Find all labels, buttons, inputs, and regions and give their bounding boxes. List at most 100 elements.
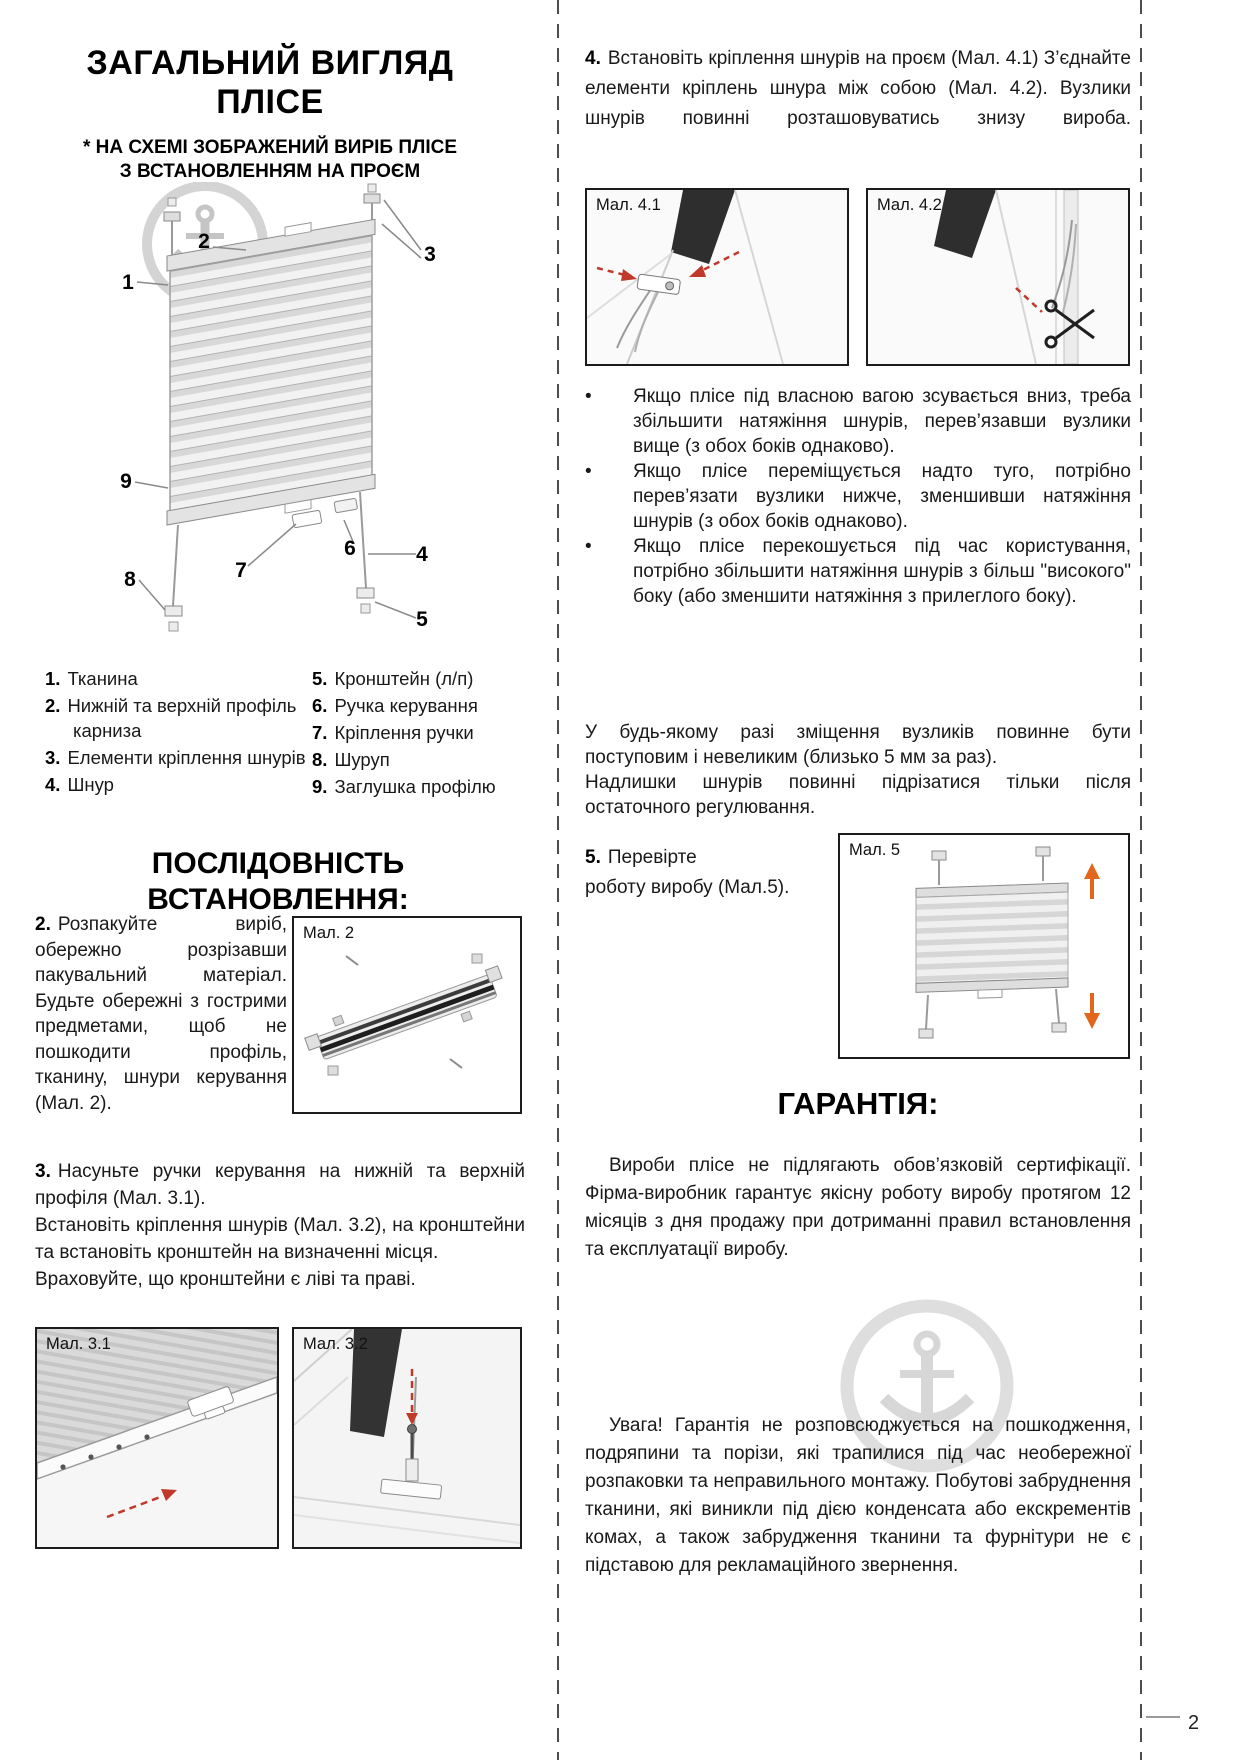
legend-text: Кріплення ручки	[334, 722, 474, 743]
figure-5: Мал. 5	[838, 833, 1130, 1059]
legend-num: 9.	[312, 776, 328, 797]
legend-column-1: 1. Тканина 2. Нижній та верхній профіль ка…	[45, 666, 307, 799]
bullet-dot	[585, 534, 633, 609]
bullet-text-1: Якщо плісе під власною вагою зсувається …	[633, 386, 1131, 457]
step-3-text-3: Враховуйте, що кронштейни є ліві та прав…	[35, 1269, 416, 1290]
step-2-number: 2.	[35, 914, 51, 935]
step-3-paragraph: 3.Насуньте ручки керування на нижній та …	[35, 1158, 525, 1293]
figure-3-1-label: Мал. 3.1	[46, 1335, 111, 1353]
legend-num: 7.	[312, 722, 328, 743]
legend-text: Шнур	[67, 774, 114, 795]
callout-2: 2	[198, 230, 210, 253]
center-fold-dashed-line	[557, 0, 559, 1760]
step-5-number: 5.	[585, 847, 601, 868]
legend-text: Елементи кріплення шнурів	[67, 747, 306, 768]
step-5-text-1: Перевірте	[607, 847, 697, 868]
note-text-2: Надлишки шнурів повинні підрізатися тіль…	[585, 772, 1131, 818]
page-number-rule	[1146, 1716, 1180, 1718]
callout-6: 6	[344, 537, 356, 560]
callout-3: 3	[424, 243, 436, 266]
bullet-dot	[585, 459, 633, 534]
step-3-text-1: Насуньте ручки керування на нижній та ве…	[35, 1161, 525, 1209]
legend-item-6: 6. Ручка керування	[312, 693, 540, 718]
watermark-logo-icon	[840, 1299, 1014, 1473]
legend-num: 1.	[45, 668, 61, 689]
callout-8: 8	[124, 568, 136, 591]
callout-1: 1	[122, 271, 134, 294]
pleated-blind-overview-illustration: 1 2 3 4 5 6 7 8 9	[120, 181, 436, 632]
legend-num: 8.	[312, 749, 328, 770]
figure-3-1: Мал. 3.1	[35, 1327, 279, 1549]
legend-column-2: 5.Кронштейн (л/п) 6. Ручка керування 7. Кр…	[312, 666, 540, 801]
step-2-text: Розпакуйте виріб, обережно розрізавши па…	[35, 914, 287, 1114]
figure-4-2-cord-trim-illustration	[868, 190, 1128, 364]
callout-7: 7	[235, 559, 247, 582]
page-title: ЗАГАЛЬНИЙ ВИГЛЯД ПЛІСЕ	[50, 44, 490, 122]
legend-item-1: 1. Тканина	[45, 666, 307, 691]
figure-2-packaging-illustration	[294, 918, 520, 1112]
warranty-heading: ГАРАНТІЯ:	[777, 1086, 939, 1121]
step-5-paragraph: 5. Перевірте роботу виробу (Мал.5).	[585, 843, 830, 903]
step-4-number: 4.	[585, 48, 601, 69]
callout-4: 4	[416, 543, 428, 566]
warranty-watermark	[822, 1286, 1032, 1486]
figure-3-2: Мал. 3.2	[292, 1327, 522, 1549]
step-3-text-2: Встановіть кріплення шнурів (Мал. 3.2), …	[35, 1215, 525, 1263]
bullet-item-3: Якщо плісе перекошується під час користу…	[585, 534, 1131, 609]
figure-5-operation-check-illustration	[840, 835, 1128, 1057]
figure-4-2-label: Мал. 4.2	[877, 196, 942, 214]
page-subtitle: * НА СХЕМІ ЗОБРАЖЕНИЙ ВИРІБ ПЛІСЕ З ВСТА…	[50, 136, 490, 184]
figure-3-2-label: Мал. 3.2	[303, 1335, 368, 1353]
step-3-number: 3.	[35, 1161, 51, 1182]
figure-4-1-label: Мал. 4.1	[596, 196, 661, 214]
figure-3-2-bracket-illustration	[294, 1329, 520, 1547]
legend-item-8: 8. Шуруп	[312, 747, 540, 772]
bullet-dot	[585, 384, 633, 459]
legend-num: 2.	[45, 695, 61, 716]
figure-4-1-cord-fixing-illustration	[587, 190, 847, 364]
legend-item-4: 4. Шнур	[45, 772, 307, 797]
note-text-1: У будь-якому разі зміщення вузликів пови…	[585, 722, 1131, 768]
legend-text: Шуруп	[334, 749, 390, 770]
callout-5: 5	[416, 608, 428, 631]
legend-text: Кронштейн (л/п)	[334, 668, 474, 689]
legend-text: Нижній та верхній профіль карниза	[67, 695, 297, 741]
page-subtitle-line1: * НА СХЕМІ ЗОБРАЖЕНИЙ ВИРІБ ПЛІСЕ	[82, 137, 458, 158]
figure-2: Мал. 2	[292, 916, 522, 1114]
bullet-text-3: Якщо плісе перекошується під час користу…	[633, 536, 1131, 607]
bullet-item-1: Якщо плісе під власною вагою зсувається …	[585, 384, 1131, 459]
legend-num: 6.	[312, 695, 328, 716]
figure-4-1: Мал. 4.1	[585, 188, 849, 366]
warranty-paragraph-2: Увага! Гарантія не розповсюджується на п…	[585, 1415, 1131, 1576]
figure-5-label: Мал. 5	[849, 841, 901, 859]
legend-text: Тканина	[67, 668, 138, 689]
legend-item-7: 7. Кріплення ручки	[312, 720, 540, 745]
legend-item-5: 5.Кронштейн (л/п)	[312, 666, 540, 691]
up-down-arrows-icon	[1084, 863, 1100, 1029]
step-3-part-1: 3.Насуньте ручки керування на нижній та …	[35, 1158, 525, 1212]
warranty-paragraph-1: Вироби плісе не підлягають обов’язковій …	[585, 1155, 1131, 1260]
callout-9: 9	[120, 470, 132, 493]
legend-text: Заглушка профілю	[334, 776, 496, 797]
legend-text: Ручка керування	[334, 695, 478, 716]
scissors-icon	[1044, 299, 1095, 349]
page-title-line2: ПЛІСЕ	[216, 83, 324, 121]
page-subtitle-line2: З ВСТАНОВЛЕННЯМ НА ПРОЄМ	[119, 161, 421, 182]
adjustment-note: У будь-якому разі зміщення вузликів пови…	[585, 720, 1131, 820]
right-fold-dashed-line	[1140, 0, 1142, 1760]
overview-diagram: 1 2 3 4 5 6 7 8 9	[40, 181, 520, 660]
legend-num: 4.	[45, 774, 61, 795]
bullet-text-2: Якщо плісе переміщується надто туго, пот…	[633, 461, 1131, 532]
page-number: 2	[1188, 1712, 1200, 1734]
adjustment-bullet-list: Якщо плісе під власною вагою зсувається …	[585, 384, 1131, 609]
step-5-text-2: роботу виробу (Мал.5).	[585, 877, 790, 898]
installation-sequence-heading: ПОСЛІДОВНІСТЬ ВСТАНОВЛЕННЯ:	[147, 847, 409, 916]
figure-4-2: Мал. 4.2	[866, 188, 1130, 366]
figure-2-label: Мал. 2	[303, 924, 355, 942]
step-2-paragraph: 2.Розпакуйте виріб, обережно розрізавши …	[35, 912, 287, 1116]
page-title-line1: ЗАГАЛЬНИЙ ВИГЛЯД	[86, 44, 454, 82]
figure-3-1-handle-illustration	[37, 1329, 277, 1547]
bullet-item-2: Якщо плісе переміщується надто туго, пот…	[585, 459, 1131, 534]
step-4-paragraph: 4.Встановіть кріплення шнурів на проєм (…	[585, 44, 1131, 134]
